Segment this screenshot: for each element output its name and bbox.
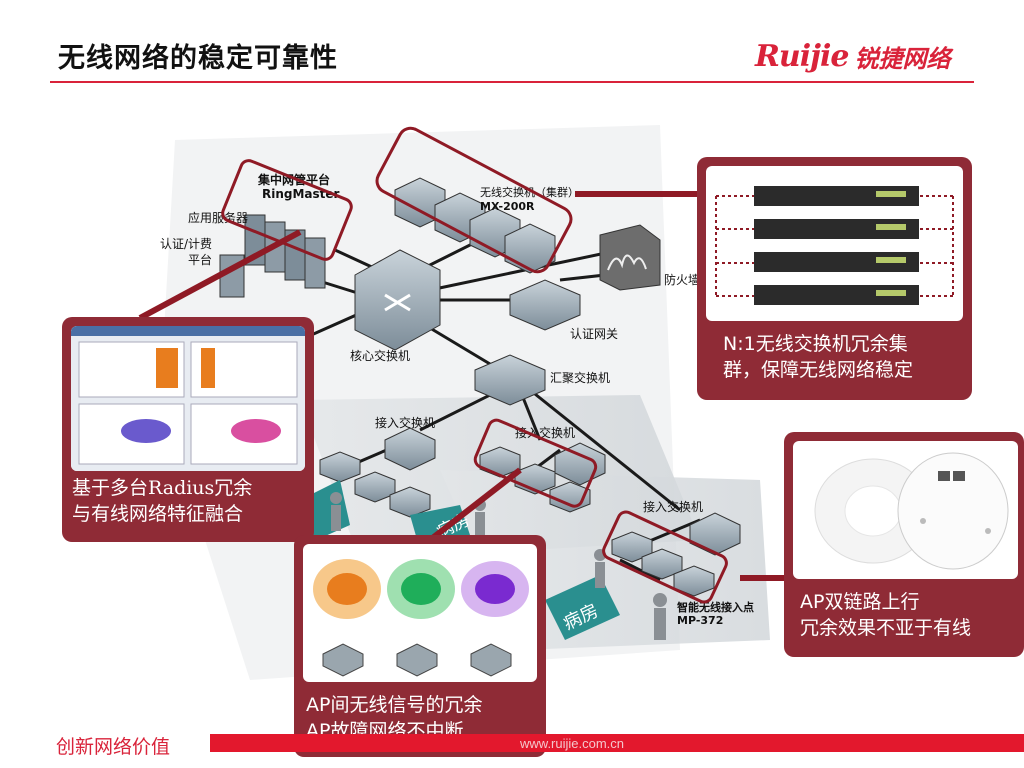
page-title: 无线网络的稳定可靠性 xyxy=(58,43,338,74)
footer-url[interactable]: www.ruijie.com.cn xyxy=(520,736,625,751)
signal-coverage-image xyxy=(303,544,537,682)
label-agg-switch: 汇聚交换机 xyxy=(550,370,610,385)
aggregation-switch-icon xyxy=(474,354,546,406)
label-wireless-switch-2: MX-200R xyxy=(480,200,535,213)
signal-heatmap-illustration xyxy=(313,559,529,677)
callout-ap-uplink-text: AP双链路上行 冗余效果不亚于有线 xyxy=(800,589,971,641)
label-ap-name-1: 智能无线接入点 xyxy=(677,600,754,614)
radius-text-1: 基于多台Radius冗余 xyxy=(72,477,253,499)
access-point-icons xyxy=(319,446,715,597)
label-auth-billing-1: 认证/计费 xyxy=(160,237,212,251)
radius-text-2: 与有线网络特征融合 xyxy=(72,503,244,525)
label-wireless-switch-1: 无线交换机（集群） xyxy=(480,185,579,199)
label-auth-billing-2: 平台 xyxy=(188,252,212,267)
callout-ap-uplink: AP双链路上行 冗余效果不亚于有线 xyxy=(784,432,1024,657)
callout-cluster-text: N:1无线交换机冗余集 群，保障无线网络稳定 xyxy=(723,331,913,383)
callout-radius-text: 基于多台Radius冗余 与有线网络特征融合 xyxy=(72,475,252,527)
cluster-text-2: 群，保障无线网络稳定 xyxy=(723,359,914,381)
ap-uplink-text-1: AP双链路上行 xyxy=(800,591,920,613)
label-access-switch-3: 接入交换机 xyxy=(643,499,703,514)
callout-ap-signal: AP间无线信号的冗余 AP故障网络不中断 xyxy=(294,535,546,757)
label-auth-gateway: 认证网关 xyxy=(570,327,618,341)
callout-cluster: N:1无线交换机冗余集 群，保障无线网络稳定 xyxy=(697,157,972,400)
ruijie-logo: Ruijie 锐捷网络 xyxy=(755,38,950,74)
ap-device-image xyxy=(793,441,1018,579)
management-ui-illustration xyxy=(71,326,305,471)
firewall-icon xyxy=(599,224,661,291)
cluster-image xyxy=(706,166,963,321)
access-switch-icon xyxy=(384,427,741,556)
label-ap-name-2: MP-372 xyxy=(677,614,723,627)
switch-rack-illustration xyxy=(715,186,954,305)
label-firewall: 防火墙 xyxy=(664,272,700,287)
footer-bar xyxy=(210,734,1024,752)
label-access-switch-1: 接入交换机 xyxy=(375,415,435,430)
auth-gateway-icon xyxy=(509,279,581,331)
callout-connectors xyxy=(138,191,790,581)
logo-brand: Ruijie xyxy=(755,38,849,74)
highlight-outlines xyxy=(221,126,728,604)
switch-units xyxy=(754,186,919,305)
label-access-switch-2: 接入交换机 xyxy=(515,425,575,440)
title-divider xyxy=(50,81,974,83)
label-core-switch: 核心交换机 xyxy=(350,348,410,363)
logo-cn: 锐捷网络 xyxy=(854,44,951,73)
label-app-server: 应用服务器 xyxy=(188,210,248,225)
ap-uplink-text-2: 冗余效果不亚于有线 xyxy=(800,617,972,639)
label-ringmaster: RingMaster xyxy=(262,187,340,201)
ap-device-illustration xyxy=(814,452,1009,570)
cluster-text-1: N:1无线交换机冗余集 xyxy=(723,333,908,355)
core-switch-icon xyxy=(354,249,441,351)
footer-slogan: 创新网络价值 xyxy=(56,736,171,758)
callout-radius: 基于多台Radius冗余 与有线网络特征融合 xyxy=(62,317,314,542)
radius-screenshot xyxy=(71,326,305,471)
ap-signal-text-1: AP间无线信号的冗余 xyxy=(306,694,483,716)
